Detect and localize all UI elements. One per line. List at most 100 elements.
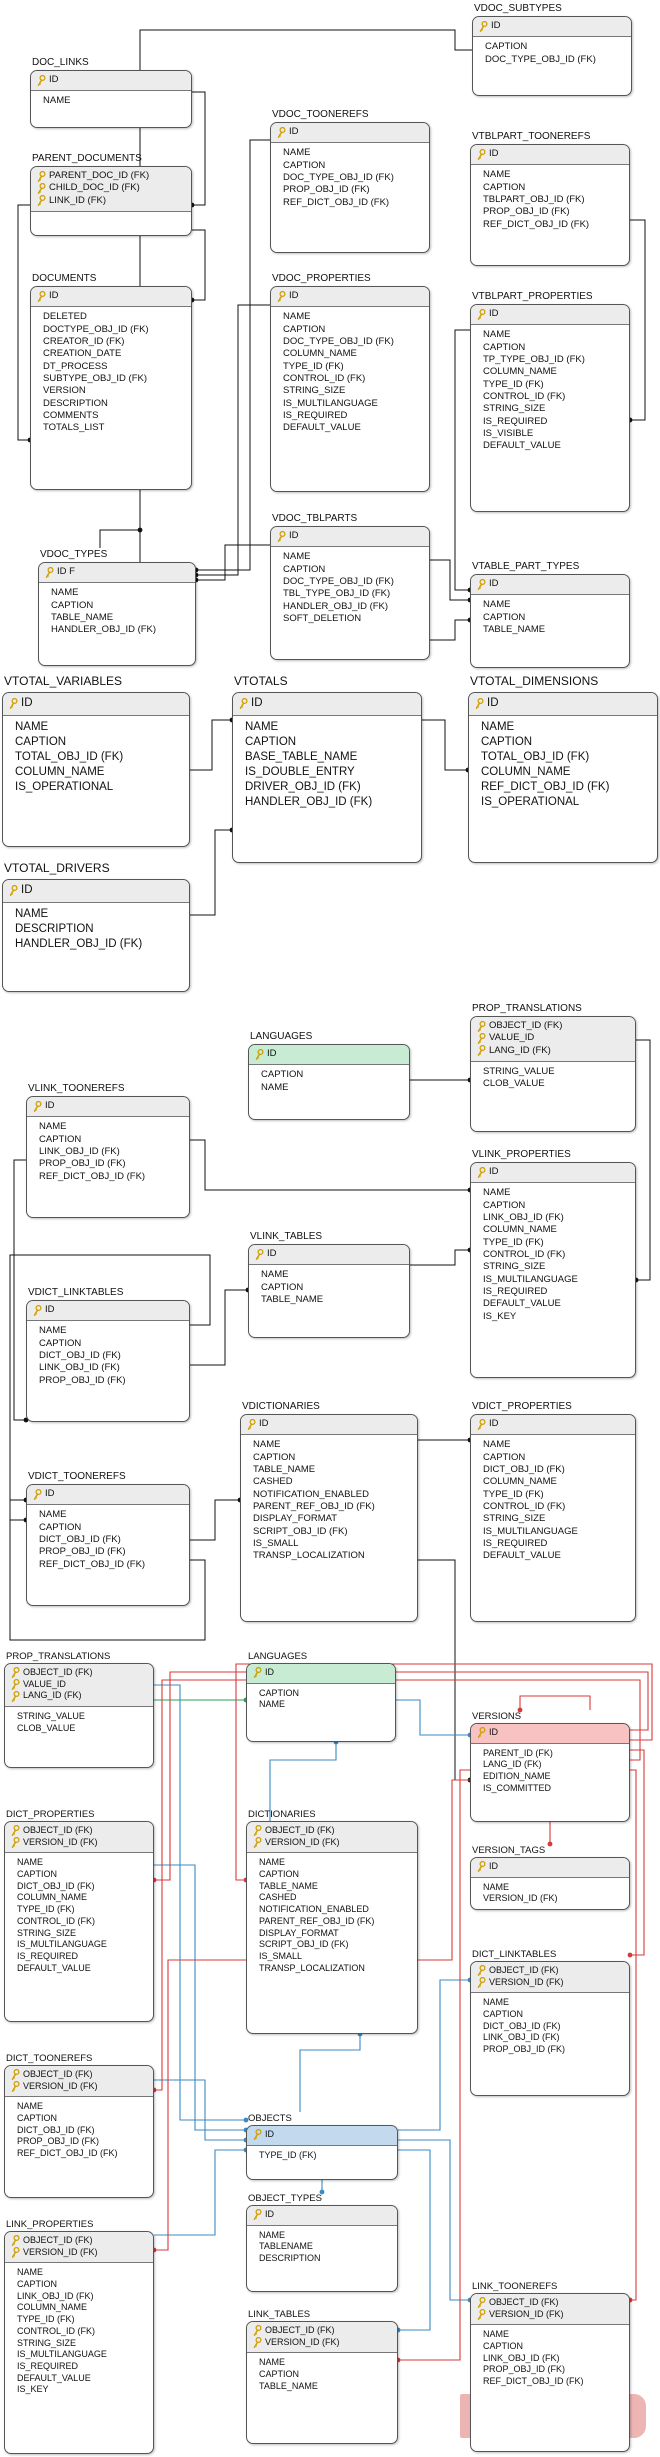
column-name: STRING_SIZE xyxy=(17,2337,77,2348)
column-name: CAPTION xyxy=(51,599,94,611)
column-name: IS_SMALL xyxy=(253,1538,299,1550)
relationship-line xyxy=(630,219,646,421)
relationship-line xyxy=(192,91,206,206)
key-column: ID xyxy=(477,148,623,160)
key-column: ID xyxy=(37,290,185,302)
key-column-label: VERSION_ID (FK) xyxy=(23,2080,98,2091)
entity-title: LANGUAGES xyxy=(248,1651,308,1662)
column-name: EDITION_NAME xyxy=(483,1771,551,1782)
entity-title: DICTIONARIES xyxy=(248,1809,316,1820)
column-name: DICT_OBJ_ID (FK) xyxy=(39,1534,121,1546)
column-name: CAPTION xyxy=(17,2279,58,2290)
primary-key-section: ID xyxy=(471,1163,635,1184)
column-name: DEFAULT_VALUE xyxy=(283,422,361,434)
key-icon xyxy=(477,2297,486,2309)
column-name: TABLE_NAME xyxy=(259,1880,318,1891)
column-name: IS_MULTILANGUAGE xyxy=(483,1525,578,1537)
key-column-label: OBJECT_ID (FK) xyxy=(489,2297,559,2307)
column-name: LANG_ID (FK) xyxy=(483,1759,542,1770)
relationship-line xyxy=(410,1249,470,1266)
key-icon xyxy=(477,1977,486,1988)
column-name: NAME xyxy=(17,2267,44,2278)
column-name: CAPTION xyxy=(39,1133,82,1145)
column-name: HANDLER_OBJ_ID (FK) xyxy=(51,624,157,636)
column-name: NAME xyxy=(283,311,311,323)
primary-key-section: OBJECT_ID (FK)VERSION_ID (FK) xyxy=(471,1962,629,1994)
column-name: REF_DICT_OBJ_ID (FK) xyxy=(39,1558,146,1570)
entity-title: VDOC_TOONEREFS xyxy=(272,109,369,120)
column-name: COLUMN_NAME xyxy=(483,1476,557,1488)
key-icon xyxy=(477,1965,486,1977)
column-name: CAPTION xyxy=(483,341,526,353)
column-name: NAME xyxy=(43,95,71,107)
key-column: VALUE_ID xyxy=(11,1679,147,1691)
primary-key-section: ID xyxy=(249,1045,409,1066)
column-name: LINK_OBJ_ID (FK) xyxy=(483,1212,564,1224)
key-icon xyxy=(477,2309,486,2320)
column-name: CONTROL_ID (FK) xyxy=(483,1249,566,1261)
column-name: PROP_OBJ_ID (FK) xyxy=(283,184,370,196)
entity-title: DICT_TOONEREFS xyxy=(6,2053,93,2064)
column-name: IS_REQUIRED xyxy=(483,1286,548,1298)
key-column: ID xyxy=(239,696,415,711)
key-column-label: OBJECT_ID (FK) xyxy=(265,2325,335,2335)
column-name: NAME xyxy=(51,587,79,599)
key-column: OBJECT_ID (FK) xyxy=(11,1667,147,1679)
key-icon xyxy=(239,697,248,709)
primary-key-section: ID xyxy=(31,71,191,92)
column-name: STRING_SIZE xyxy=(483,1513,546,1525)
column-name: COLUMN_NAME xyxy=(15,765,105,778)
key-column-label: ID xyxy=(267,1248,277,1259)
column-name: NAME xyxy=(483,169,511,181)
